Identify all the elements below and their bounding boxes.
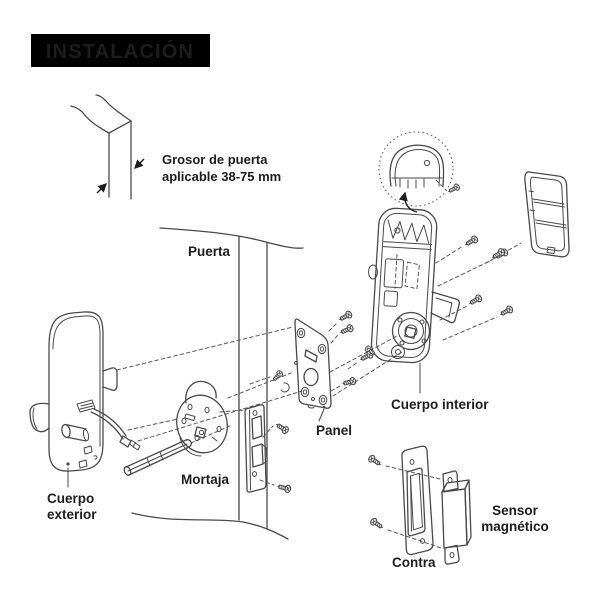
latch-tab: [102, 367, 118, 391]
door-thickness-note-line1: Grosor de puerta: [162, 152, 268, 167]
exterior-body-label-line1: Cuerpo: [47, 491, 94, 506]
latch-bolt: [251, 443, 268, 468]
exterior-body-outline: [48, 311, 104, 472]
battery-compartment: [383, 258, 405, 289]
cable-connector: [119, 435, 132, 448]
mounting-bracket: [430, 291, 461, 324]
panel-center-hole: [303, 367, 319, 387]
sensor-label-line1: Sensor: [492, 503, 539, 518]
magnetic-sensor: Sensor magnético: [441, 470, 549, 565]
panel-leader-line: [318, 408, 325, 422]
c-clip: [280, 382, 290, 393]
exterior-body: Cuerpo exterior: [29, 311, 141, 522]
door-thickness-detail: Grosor de puerta aplicable 38-75 mm: [70, 94, 281, 200]
mortise-body: [176, 394, 228, 454]
panel-slot: [304, 349, 318, 363]
drive-mechanism: [391, 311, 431, 359]
title-background: [31, 34, 210, 67]
mortise-lock: Mortaja: [176, 380, 230, 487]
panel-corner-holes: [296, 327, 328, 406]
leader-dot: [66, 462, 70, 466]
door-thickness-note-line2: aplicable 38-75 mm: [162, 169, 281, 184]
latch-faceplate: [244, 404, 268, 493]
strike-plate: Contra: [392, 445, 436, 570]
faceplate-screw-hole-top: [252, 410, 258, 416]
strike-label: Contra: [392, 555, 436, 570]
interior-body-label: Cuerpo interior: [391, 397, 489, 412]
detail-circle: [378, 131, 454, 207]
mortise-label: Mortaja: [181, 472, 230, 487]
spindle-hole: [194, 426, 207, 439]
cable-outlet: [76, 399, 96, 413]
assembly-guide-lines: [116, 179, 522, 549]
rear-cover: [524, 171, 570, 258]
sensor-body: [441, 479, 472, 549]
sensor-bottom-tab: [444, 544, 460, 565]
page-title: INSTALACIÓN: [46, 39, 194, 63]
faceplate-screw-hole-bottom: [252, 471, 257, 477]
spindle-cable: [90, 408, 141, 451]
latch-window: [251, 415, 263, 440]
panel-label: Panel: [316, 423, 352, 438]
sensor-label-line2: magnético: [481, 519, 549, 534]
title-banner: INSTALACIÓN: [31, 34, 210, 67]
interior-body: Cuerpo interior: [368, 207, 489, 412]
door-label: Puerta: [188, 244, 231, 259]
privacy-knob: [368, 264, 378, 280]
spindle-hub: [61, 423, 90, 442]
interior-body-frame: [370, 207, 438, 364]
truss-pattern: [387, 219, 430, 244]
detail-zoom-arrow: [398, 191, 418, 213]
strike-opening: [406, 467, 426, 537]
thickness-arrow-left: [96, 183, 107, 194]
door-outline: Puerta: [131, 227, 304, 540]
door-handle: [29, 402, 50, 433]
panel-outline: [294, 318, 332, 409]
top-cap-detail: [378, 131, 454, 213]
exterior-body-label-line2: exterior: [47, 507, 97, 522]
mounting-panel: Panel: [280, 318, 352, 438]
thickness-arrow-right: [134, 158, 145, 169]
door-edge-sketch: [70, 94, 132, 200]
spindle-rod: [123, 439, 192, 476]
top-cap: [389, 144, 445, 189]
